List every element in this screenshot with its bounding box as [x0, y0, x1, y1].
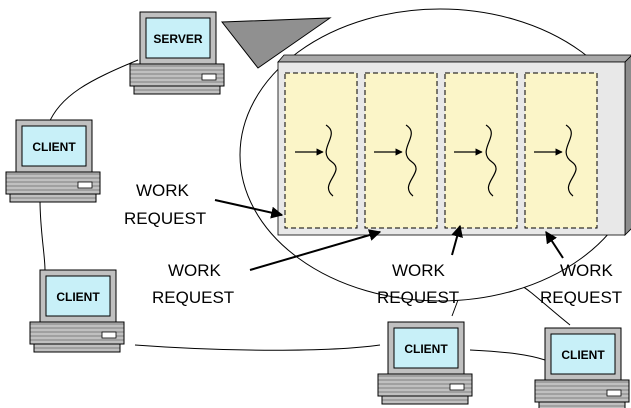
- process-box-side: [624, 55, 631, 236]
- work-request-arrows: [214, 199, 564, 271]
- wavy-thread-icon: [405, 124, 417, 197]
- svg-text:REQUEST: REQUEST: [377, 288, 459, 307]
- client-computer-4: CLIENT: [534, 327, 630, 408]
- network-lines: [39, 59, 571, 361]
- network-line-client3-up: [451, 299, 459, 317]
- work-request-label-2: WORK REQUEST: [152, 261, 234, 307]
- network-line-client2-client3: [134, 344, 381, 351]
- client-label: CLIENT: [56, 290, 100, 304]
- client-label: CLIENT: [32, 140, 76, 154]
- process-box-top: [277, 54, 631, 63]
- wavy-thread-icon: [565, 124, 577, 197]
- thread-panels: [284, 72, 598, 229]
- desktop-computer-icon: [5, 119, 101, 203]
- thread-panel-3: [444, 72, 518, 229]
- thread-panel-4: [524, 72, 598, 229]
- server-computer: SERVER: [129, 11, 225, 95]
- svg-text:REQUEST: REQUEST: [540, 288, 622, 307]
- server-label: SERVER: [153, 32, 202, 46]
- svg-text:WORK: WORK: [392, 261, 446, 280]
- svg-text:REQUEST: REQUEST: [152, 288, 234, 307]
- thread-panel-1: [284, 72, 358, 229]
- desktop-computer-icon: [534, 327, 630, 408]
- client-computer-1: CLIENT: [5, 119, 101, 203]
- desktop-computer-icon: [29, 269, 125, 353]
- wavy-thread-icon: [325, 124, 337, 197]
- client-computer-3: CLIENT: [377, 321, 473, 405]
- desktop-computer-icon: [377, 321, 473, 405]
- svg-text:WORK: WORK: [560, 261, 614, 280]
- client-label: CLIENT: [561, 348, 605, 362]
- client-label: CLIENT: [404, 342, 448, 356]
- svg-text:REQUEST: REQUEST: [124, 209, 206, 228]
- svg-text:WORK: WORK: [136, 181, 190, 200]
- work-request-label-3: WORK REQUEST: [377, 261, 459, 307]
- work-request-arrow-2: [249, 229, 382, 271]
- work-request-arrow-4: [545, 230, 564, 259]
- network-line-server-client1: [47, 59, 139, 126]
- svg-text:WORK: WORK: [168, 261, 222, 280]
- zoom-callout: [221, 17, 332, 69]
- network-line-client1-client2: [39, 199, 46, 271]
- desktop-computer-icon: [129, 11, 225, 95]
- client-computer-2: CLIENT: [29, 269, 125, 353]
- work-request-label-1: WORK REQUEST: [124, 181, 206, 228]
- work-request-label-4: WORK REQUEST: [540, 261, 622, 307]
- wavy-thread-icon: [485, 124, 497, 197]
- work-request-arrow-1: [214, 199, 284, 219]
- network-line-client3-client4: [469, 349, 546, 361]
- thread-panel-2: [364, 72, 438, 229]
- work-request-arrow-3: [451, 224, 463, 256]
